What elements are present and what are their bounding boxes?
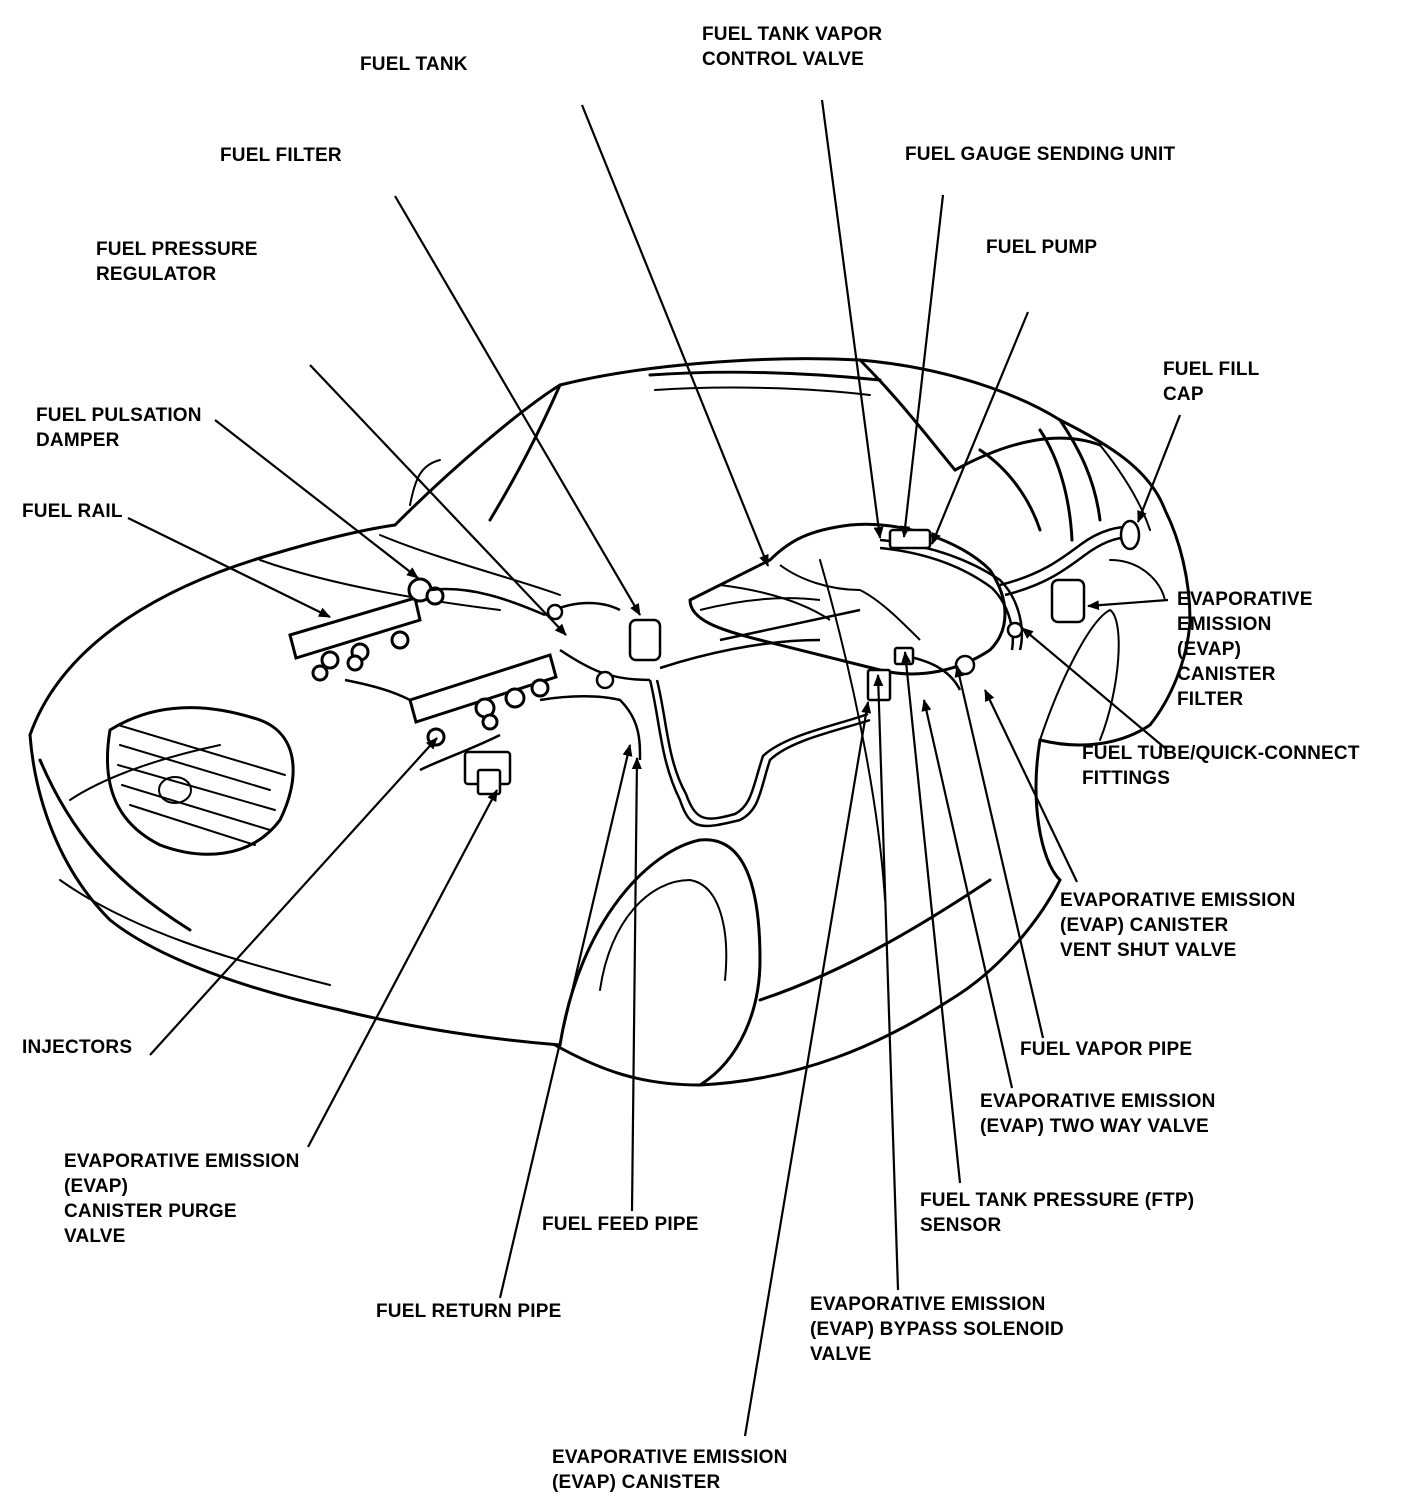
fuel-tank-shape — [688, 522, 1007, 676]
label-line: VENT SHUT VALVE — [1060, 940, 1237, 961]
label-line: (EVAP) TWO WAY VALVE — [980, 1116, 1209, 1137]
label-line: DAMPER — [36, 430, 120, 451]
label-line: FUEL FEED PIPE — [542, 1214, 699, 1235]
label-line: FUEL TANK VAPOR — [702, 24, 883, 45]
fuel-lines — [344, 526, 1139, 828]
label-fuel-vapor-pipe: FUEL VAPOR PIPE — [1020, 1037, 1192, 1062]
label-fuel-rail: FUEL RAIL — [22, 499, 123, 524]
label-fuel-tube-quick-connect-fittings: FUEL TUBE/QUICK-CONNECT FITTINGS — [1082, 741, 1360, 791]
label-line: EVAPORATIVE EMISSION — [64, 1151, 300, 1172]
label-line: INJECTORS — [22, 1037, 133, 1058]
label-line: FUEL RAIL — [22, 501, 123, 522]
label-line: (EVAP) CANISTER — [552, 1472, 721, 1493]
label-line: FUEL TANK PRESSURE (FTP) — [920, 1190, 1195, 1211]
label-evap-two-way-valve: EVAPORATIVE EMISSION (EVAP) TWO WAY VALVE — [980, 1089, 1216, 1139]
label-fuel-filter: FUEL FILTER — [220, 143, 342, 168]
label-fuel-fill-cap: FUEL FILL CAP — [1163, 357, 1259, 407]
label-evap-canister-vent-shut-valve: EVAPORATIVE EMISSION (EVAP) CANISTER VENT … — [1060, 888, 1296, 963]
car-body — [28, 357, 1192, 1087]
label-line: FITTINGS — [1082, 768, 1171, 789]
label-line: EVAPORATIVE EMISSION — [810, 1294, 1046, 1315]
label-fuel-return-pipe: FUEL RETURN PIPE — [376, 1299, 561, 1324]
label-fuel-tank-vapor-control-valve: FUEL TANK VAPOR CONTROL VALVE — [702, 22, 882, 72]
label-ftp-sensor: FUEL TANK PRESSURE (FTP) SENSOR — [920, 1188, 1194, 1238]
label-line: FUEL PUMP — [986, 237, 1098, 258]
label-line: (EVAP) — [1177, 639, 1242, 660]
label-fuel-gauge-sending-unit: FUEL GAUGE SENDING UNIT — [905, 142, 1175, 167]
label-fuel-feed-pipe: FUEL FEED PIPE — [542, 1212, 699, 1237]
label-line: EVAPORATIVE EMISSION — [1060, 890, 1296, 911]
label-injectors: INJECTORS — [22, 1035, 132, 1060]
label-fuel-pulsation-damper: FUEL PULSATION DAMPER — [36, 403, 202, 453]
label-line: VALVE — [810, 1344, 872, 1365]
label-evap-bypass-solenoid-valve: EVAPORATIVE EMISSION (EVAP) BYPASS SOLENO… — [810, 1292, 1064, 1367]
label-line: EVAPORATIVE EMISSION — [980, 1091, 1216, 1112]
label-line: FUEL PRESSURE — [96, 239, 258, 260]
label-line: EVAPORATIVE — [1177, 589, 1313, 610]
label-line: FUEL FILTER — [220, 145, 342, 166]
leader-lines — [127, 99, 1182, 1437]
label-line: FUEL PULSATION — [36, 405, 202, 426]
label-line: FUEL TANK — [360, 54, 468, 75]
label-line: VALVE — [64, 1226, 126, 1247]
label-line: CANISTER PURGE — [64, 1201, 237, 1222]
label-line: SENSOR — [920, 1215, 1002, 1236]
label-evap-canister-purge-valve: EVAPORATIVE EMISSION (EVAP) CANISTER PURGE… — [64, 1149, 300, 1249]
label-line: CAP — [1163, 384, 1204, 405]
label-line: FILTER — [1177, 689, 1244, 710]
fuel-rail-shape — [288, 577, 558, 747]
label-line: (EVAP) CANISTER — [1060, 915, 1229, 936]
label-line: (EVAP) BYPASS SOLENOID — [810, 1319, 1064, 1340]
label-line: CANISTER — [1177, 664, 1276, 685]
label-evap-canister: EVAPORATIVE EMISSION (EVAP) CANISTER — [552, 1445, 788, 1495]
label-fuel-pressure-regulator: FUEL PRESSURE REGULATOR — [96, 237, 258, 287]
label-fuel-tank: FUEL TANK — [360, 52, 468, 77]
label-line: FUEL GAUGE SENDING UNIT — [905, 144, 1176, 165]
label-line: EVAPORATIVE EMISSION — [552, 1447, 788, 1468]
label-line: FUEL RETURN PIPE — [376, 1301, 562, 1322]
label-line: CONTROL VALVE — [702, 49, 864, 70]
label-evap-canister-filter: EVAPORATIVE EMISSION (EVAP) CANISTER FILTER — [1177, 587, 1313, 712]
label-line: FUEL VAPOR PIPE — [1020, 1039, 1193, 1060]
label-line: FUEL TUBE/QUICK-CONNECT — [1082, 743, 1360, 764]
label-fuel-pump: FUEL PUMP — [986, 235, 1097, 260]
label-line: FUEL FILL — [1163, 359, 1260, 380]
label-line: REGULATOR — [96, 264, 217, 285]
label-line: EMISSION — [1177, 614, 1272, 635]
label-line: (EVAP) — [64, 1176, 129, 1197]
